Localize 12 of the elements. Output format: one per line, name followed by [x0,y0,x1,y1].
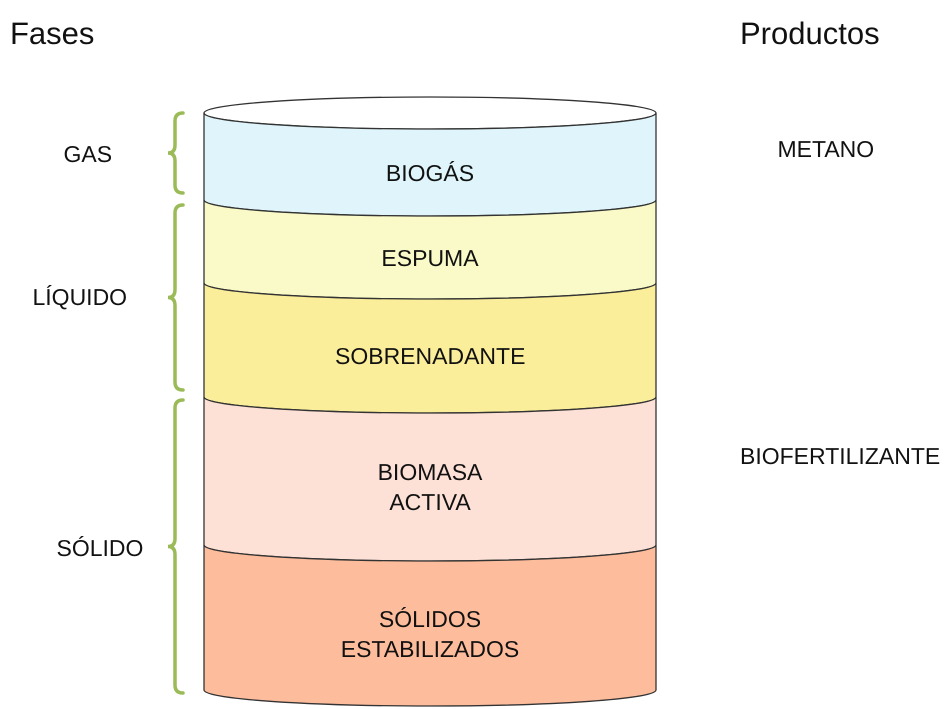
layer-label: BIOGÁS [384,158,476,188]
phase-label: GAS [64,141,112,169]
layer-label: SÓLIDOS ESTABILIZADOS [340,604,520,664]
layer-label: ESPUMA [380,244,480,272]
phase-label: SÓLIDO [56,535,144,563]
layer-label: BIOMASA ACTIVA [376,458,484,517]
layer-label: SOBRENADANTE [335,342,525,371]
phase-label: LÍQUIDO [32,284,128,312]
product-label: METANO [778,136,874,164]
product-label: BIOFERTILIZANTE [740,443,940,471]
column-heading: Fases [10,15,94,53]
column-heading: Productos [740,15,880,53]
